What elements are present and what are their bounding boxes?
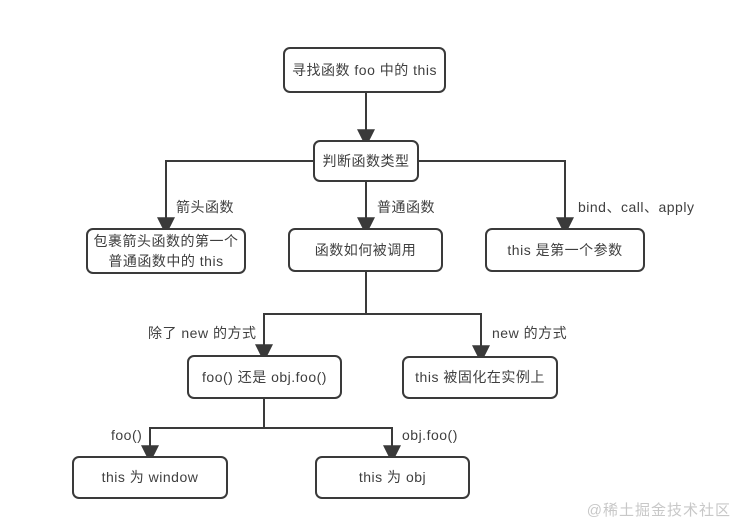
node-judge-function-type: 判断函数类型 xyxy=(313,140,419,182)
node-find-this-label: 寻找函数 foo 中的 this xyxy=(292,61,437,78)
connector-judgetype-arrowfn xyxy=(157,160,313,236)
node-this-fixed-on-instance: this 被固化在实例上 xyxy=(402,356,558,399)
node-this-is-window-label: this 为 window xyxy=(101,469,199,486)
connector-judgetype-firstparam xyxy=(419,160,574,236)
node-foo-or-objfoo: foo() 还是 obj.foo() xyxy=(187,355,342,399)
node-arrow-function-result-line1: 包裹箭头函数的第一个 xyxy=(93,232,239,249)
connector-howcalled-fooorobjfoo xyxy=(255,313,366,363)
edge-label-normal-function: 普通函数 xyxy=(377,199,435,215)
edge-label-except-new: 除了 new 的方式 xyxy=(148,325,257,341)
edge-label-arrow-function: 箭头函数 xyxy=(176,199,234,215)
node-arrow-function-result: 包裹箭头函数的第一个 普通函数中的 this xyxy=(86,228,246,274)
node-this-is-first-param: this 是第一个参数 xyxy=(485,228,645,272)
node-judge-function-type-label: 判断函数类型 xyxy=(322,152,410,169)
node-this-is-obj-label: this 为 obj xyxy=(358,469,427,486)
node-how-function-called-label: 函数如何被调用 xyxy=(314,241,417,258)
edge-label-objfoo-call: obj.foo() xyxy=(402,427,458,443)
node-find-this: 寻找函数 foo 中的 this xyxy=(283,47,446,93)
connector-howcalled-fixedinstance xyxy=(366,313,490,364)
node-this-is-first-param-label: this 是第一个参数 xyxy=(507,241,623,258)
node-this-is-window: this 为 window xyxy=(72,456,228,499)
node-arrow-function-result-line2: 普通函数中的 this xyxy=(108,253,224,269)
node-how-function-called: 函数如何被调用 xyxy=(288,228,443,272)
node-this-is-obj: this 为 obj xyxy=(315,456,470,499)
edge-label-new-way: new 的方式 xyxy=(492,325,568,341)
edge-label-bind-call-apply: bind、call、apply xyxy=(578,199,695,215)
node-this-fixed-on-instance-label: this 被固化在实例上 xyxy=(415,369,545,386)
edge-label-foo-call: foo() xyxy=(111,427,143,443)
connector-fooorobjfoo-thiswindow xyxy=(141,427,264,464)
node-foo-or-objfoo-label: foo() 还是 obj.foo() xyxy=(202,368,327,385)
connector-fooorobjfoo-thisobj xyxy=(264,427,401,464)
watermark: @稀土掘金技术社区 xyxy=(586,502,731,519)
